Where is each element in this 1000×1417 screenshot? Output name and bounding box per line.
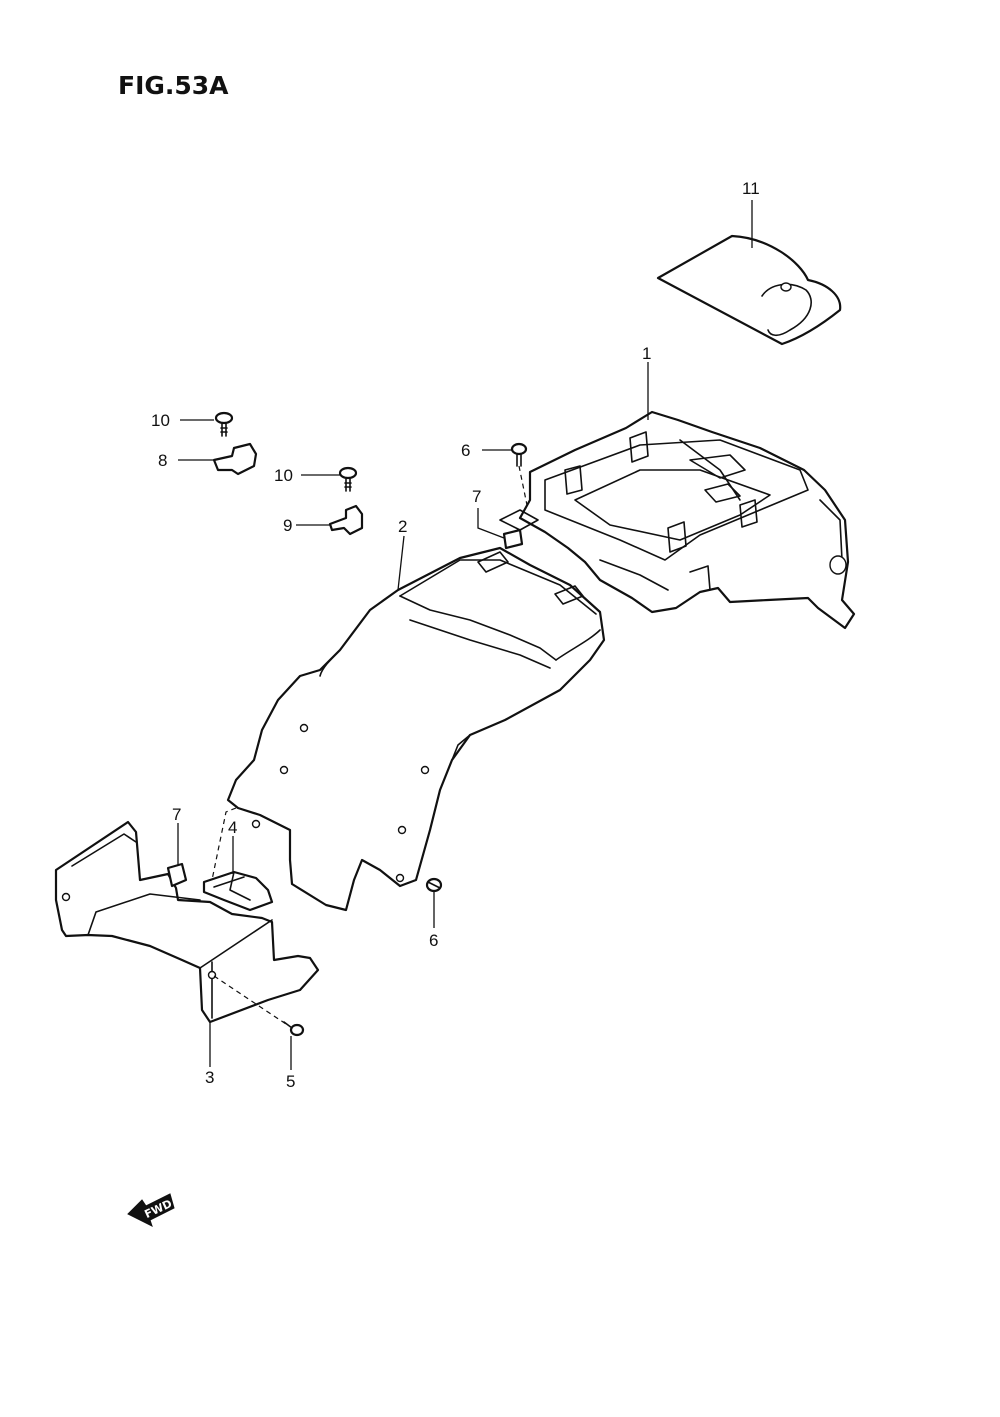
callout-10: 10 [151,411,170,430]
part-6-screw-upper [510,442,528,467]
figure-title: FIG.53A [118,71,229,100]
forward-direction-arrow-icon: FWD [127,1193,175,1227]
part-6-screw-lower [425,877,443,893]
part-11-pad [656,234,842,346]
part-8-clamp [212,442,258,476]
assembly-line-fender-bracket [211,807,237,881]
assembly-line-bolt [213,975,287,1025]
part-4-small-bracket [202,870,274,912]
callout-1: 1 [642,344,651,363]
callout-9: 9 [283,516,292,535]
part-1-rear-fender-box [499,410,856,630]
callout-6: 6 [429,931,438,950]
callout-7: 7 [172,805,181,824]
callout-7: 7 [472,487,481,506]
part-9-clamp [328,504,364,536]
callout-6: 6 [461,441,470,460]
part-7-clip-upper [502,528,524,550]
part-10-screw-lower [338,466,358,492]
leader-2 [397,535,405,591]
callout-4: 4 [228,818,237,837]
callout-11: 11 [742,179,760,198]
callout-2: 2 [398,517,407,536]
callout-10: 10 [274,466,293,485]
part-2-main-fender [226,546,606,912]
assembly-line-screw [518,465,529,511]
part-7-clip-lower [166,862,188,888]
part-10-screw-upper [214,411,234,437]
callout-3: 3 [205,1068,214,1087]
part-5-bolt [283,1021,305,1037]
callout-5: 5 [286,1072,295,1091]
callout-8: 8 [158,451,167,470]
leader-7-upper [477,508,505,539]
part-3-bracket [54,820,320,1024]
